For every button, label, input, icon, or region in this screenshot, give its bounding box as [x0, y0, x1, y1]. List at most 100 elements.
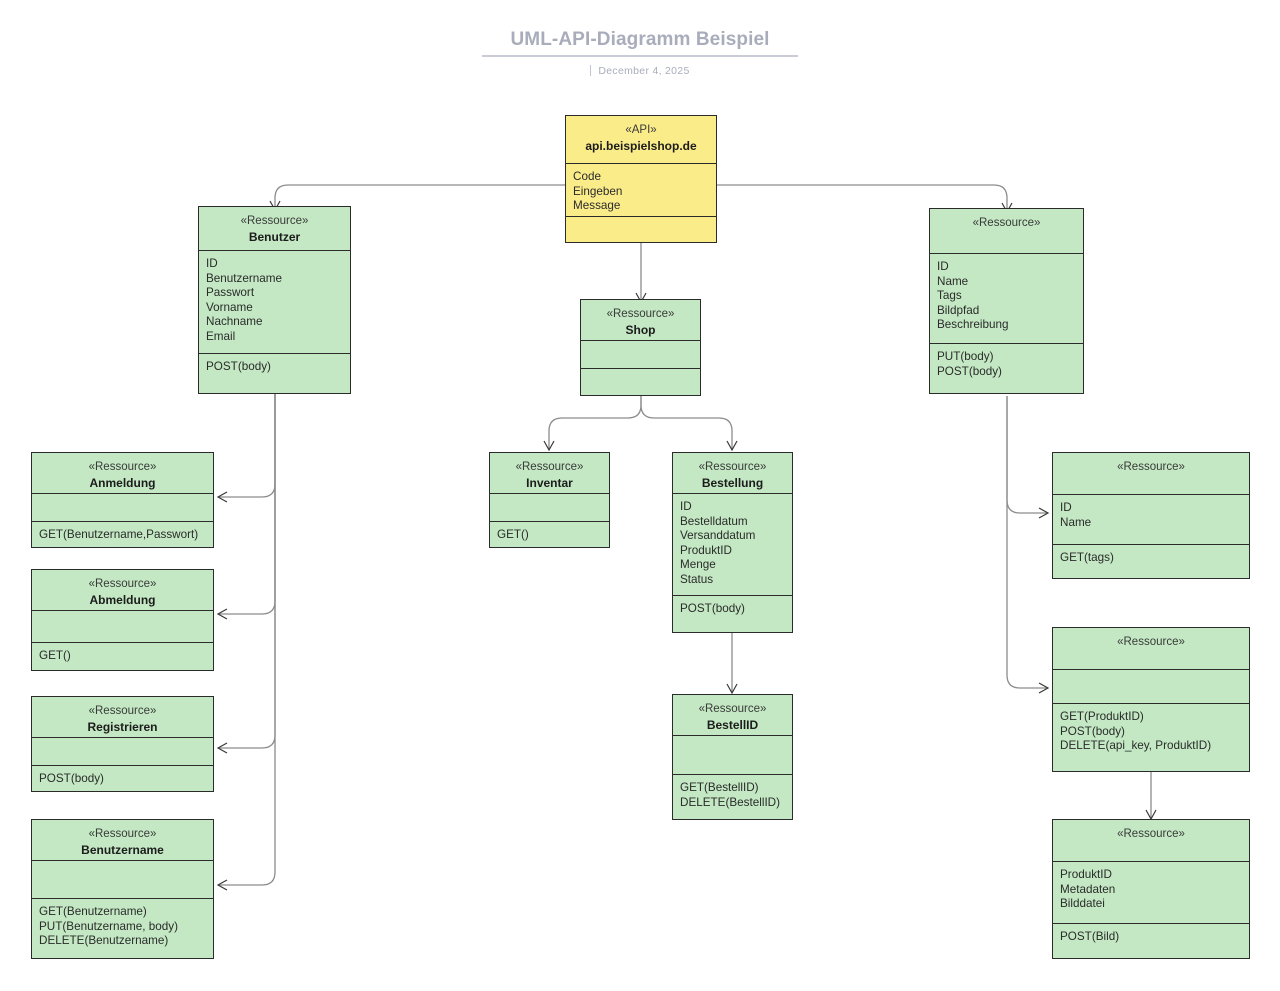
inventar-operations: GET() — [490, 522, 609, 549]
registrieren-classname: Registrieren — [87, 720, 158, 734]
anmeldung-classname: Anmeldung — [89, 476, 156, 490]
edge-benutzer-anmeldung — [216, 394, 276, 503]
uml-class-tags[interactable]: «Ressource» ID Name GET(tags) — [1052, 452, 1250, 579]
bestellung-classname: Bestellung — [701, 476, 764, 490]
api-classname: api.beispielshop.de — [585, 139, 697, 153]
benutzer-attribute: ID — [206, 257, 218, 270]
benutzername-header: «Ressource» Benutzername — [32, 820, 213, 861]
tags-attribute: ID — [1060, 501, 1072, 514]
inventar-attributes — [490, 494, 609, 522]
benutzername-operation: GET(Benutzername) — [39, 905, 147, 918]
benutzer-operations: POST(body) — [199, 354, 350, 383]
abmeldung-operations: GET() — [32, 643, 213, 670]
produkt-operation: POST(body) — [937, 364, 1002, 378]
bestellid-operation: GET(BestellID) — [680, 781, 759, 794]
bild-attribute: Bilddatei — [1060, 897, 1105, 911]
produkt-attribute: ID — [937, 260, 949, 273]
bild-attribute: ProduktID — [1060, 868, 1112, 881]
bild-operation: POST(Bild) — [1060, 930, 1120, 943]
registrieren-operations: POST(body) — [32, 766, 213, 793]
uml-class-bild[interactable]: «Ressource» ProduktID Metadaten Bilddate… — [1052, 819, 1250, 959]
registrieren-operation: POST(body) — [39, 772, 104, 785]
benutzer-attribute: Passwort — [206, 286, 255, 300]
uml-class-bestellung[interactable]: «Ressource» Bestellung ID Bestelldatum V… — [672, 452, 793, 633]
uml-class-produktid[interactable]: «Ressource» GET(ProduktID) POST(body) DE… — [1052, 627, 1250, 772]
uml-class-benutzername[interactable]: «Ressource» Benutzername GET(Benutzernam… — [31, 819, 214, 959]
bestellung-attribute: Status — [680, 572, 714, 586]
produkt-header: «Ressource» — [930, 209, 1083, 254]
abmeldung-stereotype: «Ressource» — [88, 578, 157, 590]
uml-class-api[interactable]: «API» api.beispielshop.de Code Eingeben … — [565, 115, 717, 243]
produkt-attribute: Tags — [937, 289, 962, 303]
edge-produkt-tags — [1006, 396, 1050, 519]
shop-operations — [581, 369, 700, 397]
bild-attribute: Metadaten — [1060, 882, 1116, 896]
edge-benutzer-registrieren — [216, 394, 276, 754]
bestellid-attributes — [673, 736, 792, 775]
registrieren-header: «Ressource» Registrieren — [32, 697, 213, 738]
shop-header: «Ressource» Shop — [581, 300, 700, 341]
api-attribute: Eingeben — [573, 184, 623, 198]
registrieren-stereotype: «Ressource» — [88, 705, 157, 717]
api-operations — [566, 217, 716, 244]
bestellid-operations: GET(BestellID) DELETE(BestellID) — [673, 775, 792, 819]
bestellung-attribute: ID — [680, 500, 692, 513]
uml-class-produkt[interactable]: «Ressource» ID Name Tags Bildpfad Beschr… — [929, 208, 1084, 394]
benutzer-attribute: Email — [206, 329, 236, 343]
benutzer-attribute: Vorname — [206, 300, 253, 314]
edge-benutzer-abmeldung — [216, 394, 276, 620]
document-header: UML-API-Diagramm Beispiel December 4, 20… — [0, 0, 1280, 77]
bestellung-attribute: Menge — [680, 558, 716, 572]
bild-attributes: ProduktID Metadaten Bilddatei — [1053, 862, 1249, 924]
edge-produkt-produktid — [1006, 396, 1050, 694]
bestellid-operation: DELETE(BestellID) — [680, 795, 781, 809]
anmeldung-attributes — [32, 494, 213, 522]
produkt-attributes: ID Name Tags Bildpfad Beschreibung — [930, 254, 1083, 344]
bestellung-attribute: Versanddatum — [680, 529, 756, 543]
tags-operation: GET(tags) — [1060, 551, 1114, 564]
date-divider — [590, 65, 592, 76]
api-header: «API» api.beispielshop.de — [566, 116, 716, 164]
benutzer-header: «Ressource» Benutzer — [199, 207, 350, 251]
uml-class-bestellid[interactable]: «Ressource» BestellID GET(BestellID) DEL… — [672, 694, 793, 820]
edge-benutzer-benutzername — [216, 394, 276, 891]
document-date: December 4, 2025 — [0, 65, 1280, 77]
inventar-classname: Inventar — [526, 476, 573, 490]
uml-class-registrieren[interactable]: «Ressource» Registrieren POST(body) — [31, 696, 214, 792]
bestellung-header: «Ressource» Bestellung — [673, 453, 792, 494]
uml-class-benutzer[interactable]: «Ressource» Benutzer ID Benutzername Pas… — [198, 206, 351, 394]
benutzer-attributes: ID Benutzername Passwort Vorname Nachnam… — [199, 251, 350, 354]
abmeldung-operation: GET() — [39, 649, 71, 662]
anmeldung-header: «Ressource» Anmeldung — [32, 453, 213, 494]
bestellid-stereotype: «Ressource» — [698, 703, 767, 715]
produkt-operation: PUT(body) — [937, 350, 994, 363]
produkt-attribute: Bildpfad — [937, 303, 980, 317]
edge-shop-bestellung — [640, 396, 738, 452]
uml-class-shop[interactable]: «Ressource» Shop — [580, 299, 701, 396]
produkt-stereotype: «Ressource» — [972, 217, 1041, 229]
bestellung-operation: POST(body) — [680, 602, 745, 615]
abmeldung-header: «Ressource» Abmeldung — [32, 570, 213, 611]
inventar-stereotype: «Ressource» — [515, 461, 584, 473]
bestellid-classname: BestellID — [706, 718, 759, 732]
benutzername-operation: PUT(Benutzername, body) — [39, 919, 179, 933]
produktid-attributes — [1053, 670, 1249, 704]
benutzer-attribute: Benutzername — [206, 271, 283, 285]
anmeldung-operations: GET(Benutzername,Passwort) — [32, 522, 213, 549]
produkt-attribute: Name — [937, 274, 969, 288]
anmeldung-stereotype: «Ressource» — [88, 461, 157, 473]
inventar-operation: GET() — [497, 528, 529, 541]
anmeldung-operation: GET(Benutzername,Passwort) — [39, 528, 199, 541]
benutzer-operation: POST(body) — [206, 360, 271, 373]
benutzername-attributes — [32, 861, 213, 899]
shop-attributes — [581, 341, 700, 369]
uml-class-anmeldung[interactable]: «Ressource» Anmeldung GET(Benutzername,P… — [31, 452, 214, 548]
produkt-operations: PUT(body) POST(body) — [930, 344, 1083, 395]
uml-class-abmeldung[interactable]: «Ressource» Abmeldung GET() — [31, 569, 214, 671]
benutzername-operation: DELETE(Benutzername) — [39, 934, 169, 948]
uml-class-inventar[interactable]: «Ressource» Inventar GET() — [489, 452, 610, 548]
produktid-stereotype: «Ressource» — [1117, 636, 1185, 648]
bestellung-attribute: ProduktID — [680, 543, 732, 557]
benutzer-classname: Benutzer — [248, 230, 301, 244]
bestellung-stereotype: «Ressource» — [698, 461, 767, 473]
